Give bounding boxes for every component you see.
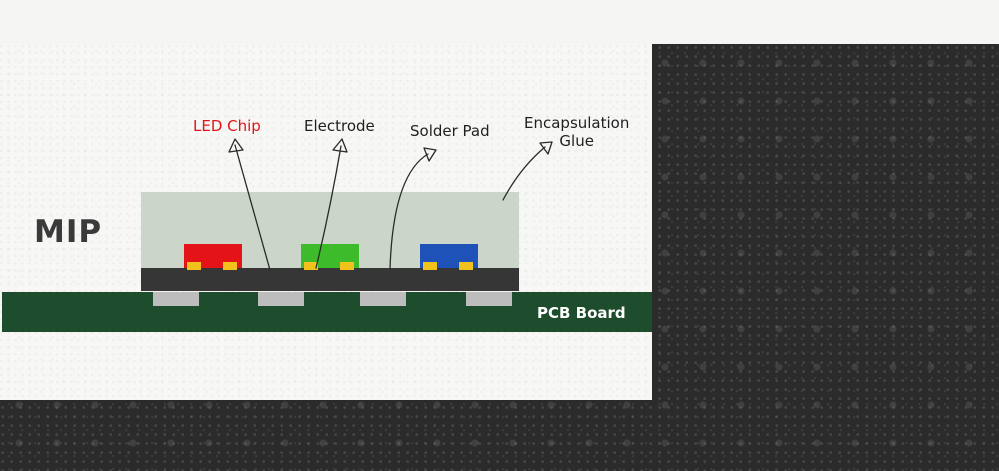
diagram-title: MIP [34,214,103,250]
diagram-panel [0,44,652,400]
electrode [223,262,237,270]
pcb-board [2,292,652,332]
substrate [141,268,519,291]
solder-pad [153,292,199,306]
electrode [340,262,354,270]
label-solder-pad: Solder Pad [410,122,490,140]
solder-pad [466,292,512,306]
label-encapsulation-line1: Encapsulation [524,114,630,132]
label-encapsulation-glue: Encapsulation Glue [524,114,629,150]
label-led-chip: LED Chip [193,117,261,135]
electrode [187,262,201,270]
solder-pad [360,292,406,306]
label-encapsulation-line2: Glue [559,132,594,150]
label-pcb-board: PCB Board [537,304,626,322]
electrode [423,262,437,270]
electrode [459,262,473,270]
solder-pad [258,292,304,306]
top-strip [0,0,999,44]
label-electrode: Electrode [304,117,375,135]
electrode [304,262,318,270]
